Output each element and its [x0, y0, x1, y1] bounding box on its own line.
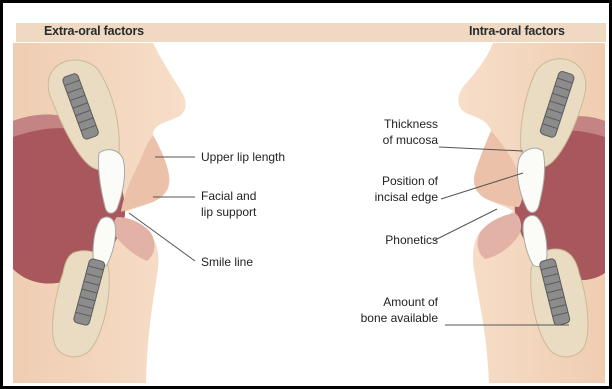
- left-face-profile: [13, 43, 186, 383]
- label-facial-and: Facial and: [201, 189, 256, 204]
- label-lip-support: lip support: [201, 205, 256, 220]
- label-phonetics: Phonetics: [338, 233, 438, 248]
- label-bone-available: bone available: [338, 311, 438, 326]
- header-intra-oral-factors: Intra-oral factors: [469, 24, 565, 38]
- label-amount-of: Amount of: [338, 295, 438, 310]
- diagram-canvas: [3, 3, 609, 386]
- label-thickness: Thickness: [338, 117, 438, 132]
- label-incisal-edge: incisal edge: [338, 190, 438, 205]
- right-face-profile: [458, 43, 605, 383]
- label-upper-lip-length: Upper lip length: [201, 150, 285, 165]
- label-smile-line: Smile line: [201, 255, 253, 270]
- label-of-mucosa: of mucosa: [338, 133, 438, 148]
- label-position-of: Position of: [338, 174, 438, 189]
- header-extra-oral-factors: Extra-oral factors: [44, 24, 144, 38]
